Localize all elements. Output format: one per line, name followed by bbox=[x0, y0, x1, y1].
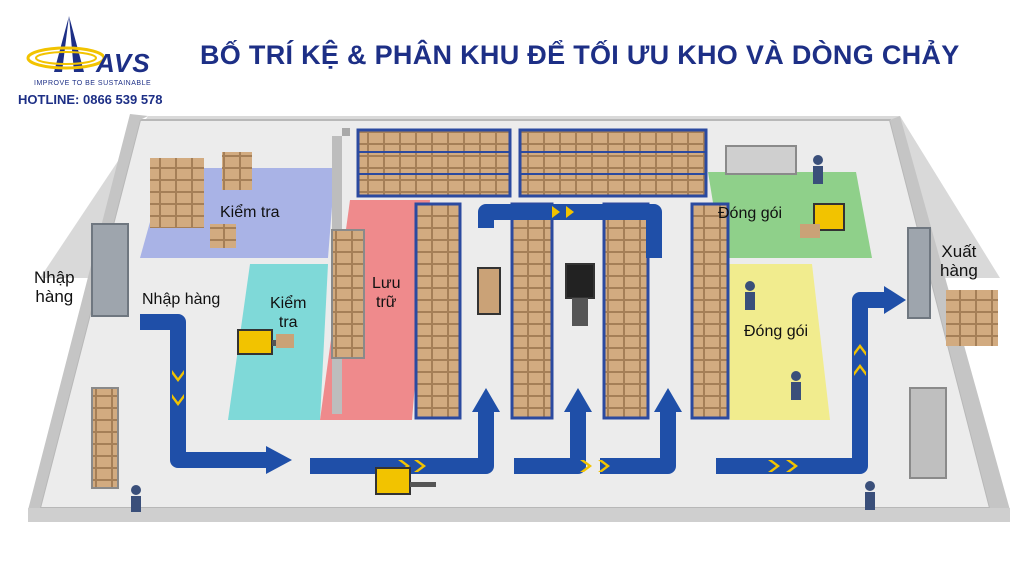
zone-label-packing-1: Đóng gói bbox=[718, 205, 783, 222]
back-racks bbox=[356, 128, 708, 198]
hotline: HOTLINE: 0866 539 578 bbox=[18, 92, 163, 107]
shelf-packing bbox=[725, 145, 797, 175]
storage-shelf bbox=[331, 229, 365, 359]
zone-label-receiving-inside: Nhập hàng bbox=[142, 291, 221, 308]
worker-icon bbox=[131, 155, 875, 512]
dock-door-left bbox=[91, 223, 129, 317]
forklift-icon-2 bbox=[375, 467, 436, 495]
forklift-icon-3 bbox=[565, 263, 595, 326]
aisle-racks bbox=[414, 202, 730, 420]
warehouse-diagram bbox=[28, 114, 1010, 522]
warehouse-scene: Nhập hàng Nhập hàng Kiểm tra Kiểm tra Lư… bbox=[0, 108, 1024, 572]
zone-label-packing-2: Đóng gói bbox=[744, 323, 809, 340]
warehouse-wall-left bbox=[28, 114, 148, 510]
logo-icon bbox=[26, 16, 104, 72]
brand-name: AVS bbox=[96, 48, 151, 78]
header: AVS IMPROVE TO BE SUSTAINABLE HOTLINE: 0… bbox=[0, 0, 1024, 112]
partition-wall-2 bbox=[342, 128, 350, 136]
zone-label-inspection-1: Kiểm tra bbox=[220, 204, 280, 221]
page-title: BỐ TRÍ KỆ & PHÂN KHU ĐỂ TỐI ƯU KHO VÀ DÒ… bbox=[200, 40, 960, 70]
box-stack-1 bbox=[150, 158, 204, 228]
flow-chevrons bbox=[172, 206, 866, 472]
zone-label-storage: Lưu trữ bbox=[372, 275, 401, 311]
warehouse-wall-front bbox=[28, 508, 1010, 522]
brand-logo: AVS IMPROVE TO BE SUSTAINABLE bbox=[14, 12, 184, 107]
shelf-right-1 bbox=[909, 387, 947, 479]
flow-arrow-heads bbox=[266, 286, 906, 474]
dock-door-right bbox=[907, 227, 931, 319]
zone-label-receiving-outside: Nhập hàng bbox=[34, 268, 75, 306]
zone-label-shipping: Xuất hàng bbox=[940, 242, 978, 280]
zone-label-inspection-2: Kiểm tra bbox=[270, 295, 307, 331]
box-stack-2 bbox=[222, 152, 252, 190]
packing-zone-1 bbox=[708, 172, 872, 258]
packing-zone-2 bbox=[724, 264, 830, 420]
shipping-boxes bbox=[946, 290, 998, 346]
pallet-jack-icon bbox=[477, 267, 501, 315]
box-stack-3 bbox=[210, 224, 236, 248]
brand-tagline: IMPROVE TO BE SUSTAINABLE bbox=[34, 80, 152, 87]
forklift-icon-4 bbox=[800, 203, 845, 238]
forklift-icon bbox=[237, 329, 294, 355]
shelf-left-1 bbox=[91, 387, 119, 489]
